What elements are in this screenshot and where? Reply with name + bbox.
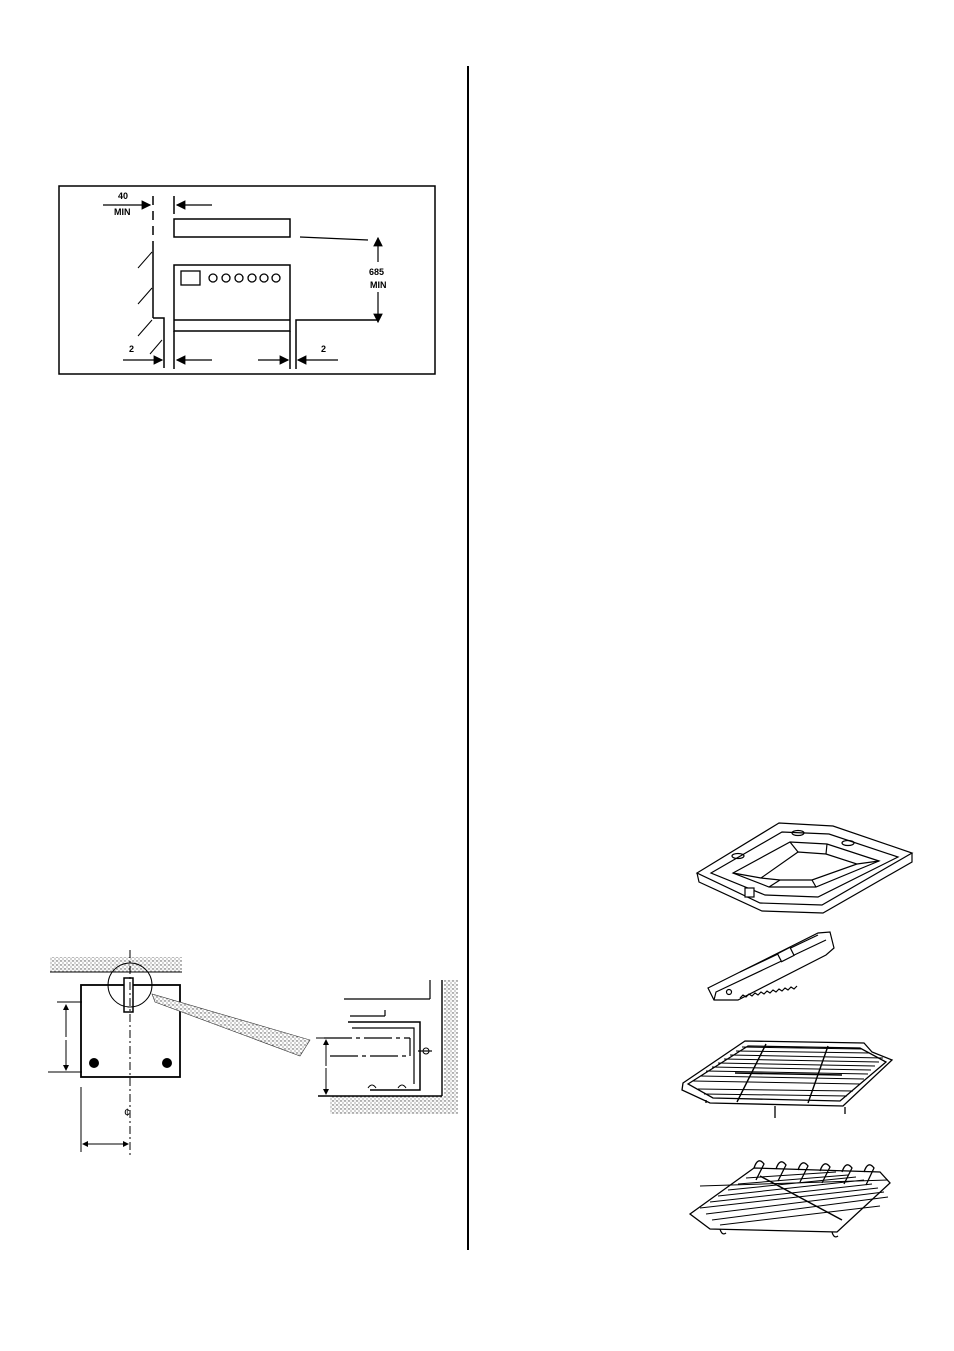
hood-height-lead [300, 237, 368, 240]
oven-shelf-icon [690, 1161, 890, 1237]
grid-shelf-icon [682, 1041, 892, 1118]
floor-stipple [330, 1096, 458, 1114]
roasting-tin-icon [697, 823, 912, 913]
centre-line-symbol: ¢ [124, 1107, 130, 1119]
height-unit: MIN [370, 280, 387, 290]
side-gap-label: 40 [118, 191, 128, 201]
grill-pan-handle-icon [708, 932, 834, 1000]
cooker-hood [174, 219, 290, 237]
foot-left [89, 1058, 99, 1068]
rear-wall-band [50, 957, 182, 972]
side-gap-unit: MIN [114, 207, 131, 217]
left-gap-label: 2 [129, 344, 134, 354]
foot-right [162, 1058, 172, 1068]
control-display [181, 271, 200, 285]
detail-callout-beam [152, 994, 310, 1056]
height-value: 685 [369, 267, 384, 277]
right-gap-label: 2 [321, 344, 326, 354]
clearance-diagram: 40 MIN [59, 186, 435, 374]
worktop-right-step [296, 320, 378, 369]
side-wall-stipple [444, 980, 458, 1114]
wall-hatch [138, 252, 162, 354]
control-knobs [209, 274, 280, 282]
stability-bracket-diagram: ¢ [48, 950, 458, 1156]
